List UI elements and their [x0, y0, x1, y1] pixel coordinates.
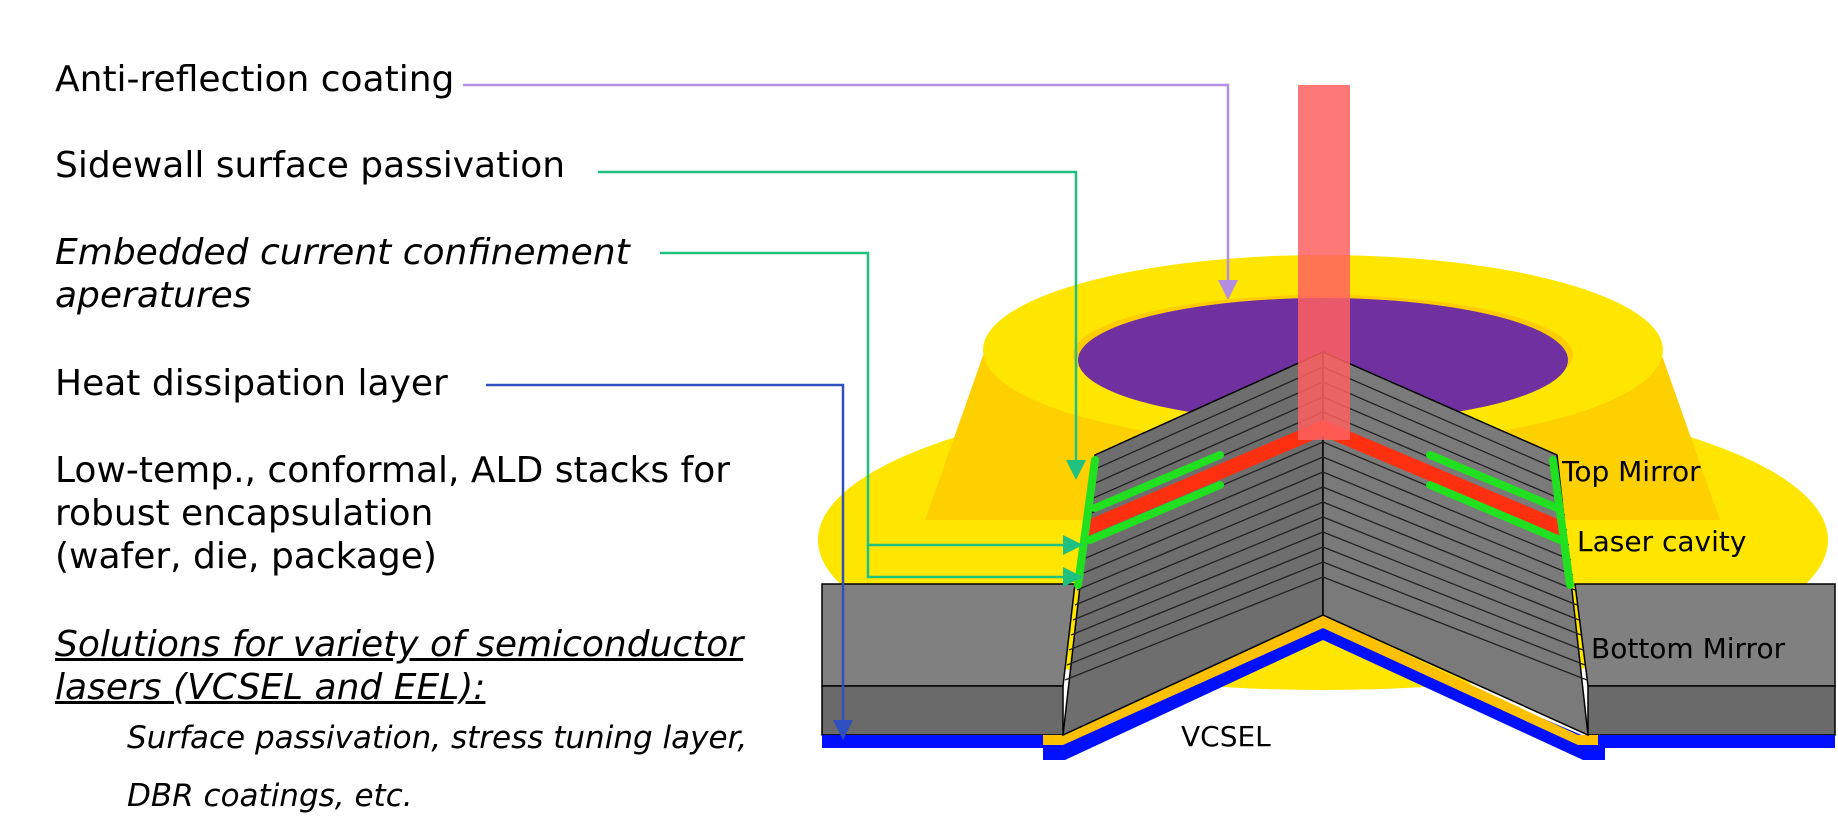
label-laser-cavity: Laser cavity [1577, 525, 1747, 558]
laser-cavity-right [1323, 420, 1560, 536]
blue-base-left [822, 625, 1323, 760]
leader-sidewall [598, 170, 1086, 480]
gold-strip-right [1323, 615, 1598, 745]
laser-beam [1298, 85, 1350, 440]
leader-embedded-2 [866, 545, 1083, 587]
label-heat-dissipation: Heat dissipation layer [55, 363, 448, 404]
base-left-bottom [821, 685, 1064, 736]
label-solutions-line1: Solutions for variety of semiconductor [55, 624, 744, 665]
leader-embedded [660, 251, 1083, 555]
label-ald-line3: (wafer, die, package) [55, 536, 437, 577]
mesa-right-face [1322, 350, 1589, 737]
label-sub-line2: DBR coatings, etc. [127, 778, 413, 814]
base-right-bottom [1587, 685, 1836, 736]
label-embedded-confinement-line2: aperatures [55, 275, 252, 316]
label-top-mirror: Top Mirror [1562, 455, 1701, 488]
label-solutions-line2: lasers (VCSEL and EEL): [55, 667, 486, 708]
green-apertures [1074, 451, 1574, 589]
label-anti-reflection-coating: Anti-reflection coating [55, 59, 455, 100]
label-vcsel: VCSEL [1181, 720, 1271, 753]
label-ald-line1: Low-temp., conformal, ALD stacks for [55, 450, 731, 491]
base-left-top [821, 583, 1076, 687]
leader-heat [486, 383, 853, 740]
label-sidewall-passivation: Sidewall surface passivation [55, 145, 566, 186]
blue-base-right [1323, 625, 1835, 760]
label-ald-line2: robust encapsulation [55, 493, 434, 534]
laser-cavity-left [1088, 420, 1323, 536]
label-bottom-mirror: Bottom Mirror [1591, 632, 1786, 665]
label-embedded-confinement-line1: Embedded current confinement [55, 232, 630, 273]
label-sub-line1: Surface passivation, stress tuning layer… [127, 720, 748, 756]
leader-anti-reflection [463, 83, 1238, 300]
